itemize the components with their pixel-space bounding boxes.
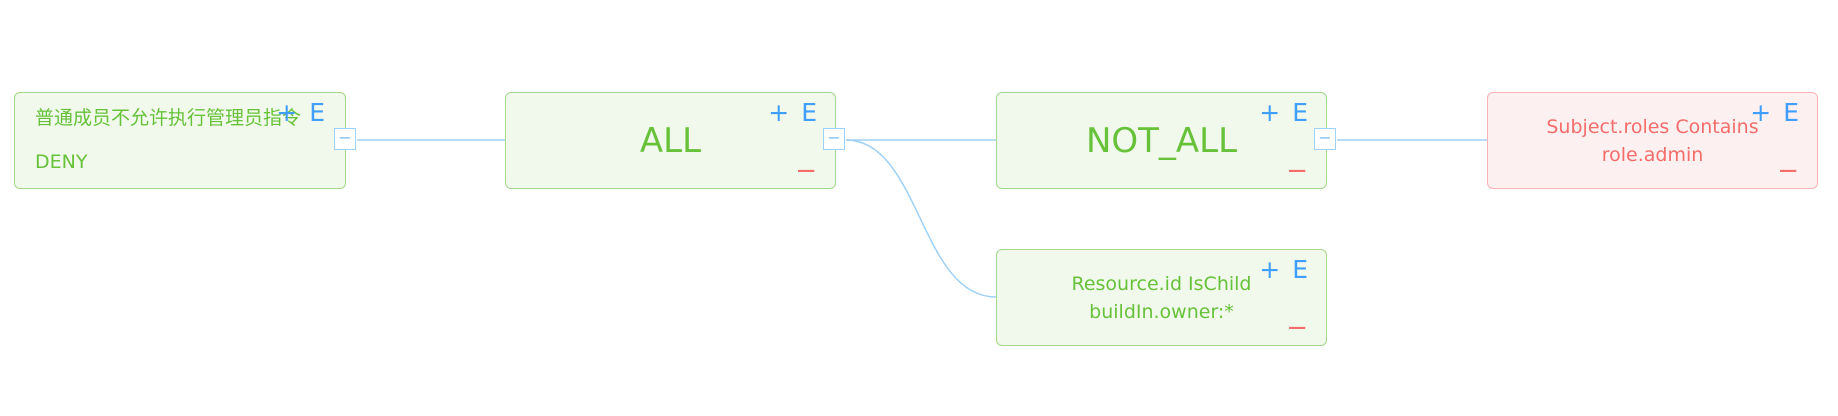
all-node-actions: + E bbox=[768, 98, 819, 127]
not-all-node-title: NOT_ALL bbox=[1085, 120, 1238, 161]
not-all-node[interactable]: NOT_ALL + E − bbox=[996, 92, 1327, 189]
not-all-collapse-toggle[interactable]: − bbox=[1314, 128, 1336, 150]
remove-button[interactable]: − bbox=[795, 156, 817, 186]
policy-root-node[interactable]: 普通成员不允许执行管理员指令 DENY + E bbox=[14, 92, 346, 189]
condition-line-1: Resource.id IsChild bbox=[1071, 272, 1252, 295]
subject-condition-text: Subject.roles Contains role.admin bbox=[1488, 113, 1817, 169]
add-button[interactable]: + bbox=[1259, 98, 1283, 127]
not-all-node-actions: + E bbox=[1259, 98, 1310, 127]
link-all-to-resource bbox=[845, 139, 997, 298]
condition-line-2: buildIn.owner:* bbox=[1089, 300, 1234, 323]
condition-line-1: Subject.roles Contains bbox=[1546, 115, 1759, 138]
policy-effect: DENY bbox=[35, 151, 88, 173]
root-collapse-toggle[interactable]: − bbox=[334, 128, 356, 150]
add-button[interactable]: + bbox=[1259, 255, 1283, 284]
remove-button[interactable]: − bbox=[1286, 313, 1308, 343]
all-node-title: ALL bbox=[639, 120, 702, 161]
policy-name: 普通成员不允许执行管理员指令 bbox=[35, 107, 302, 129]
subject-condition-node[interactable]: Subject.roles Contains role.admin + E − bbox=[1487, 92, 1818, 189]
remove-button[interactable]: − bbox=[1777, 156, 1799, 186]
resource-condition-node[interactable]: Resource.id IsChild buildIn.owner:* + E … bbox=[996, 249, 1327, 346]
edit-button[interactable]: E bbox=[801, 98, 819, 127]
edit-button[interactable]: E bbox=[1292, 255, 1310, 284]
add-button[interactable]: + bbox=[276, 98, 300, 127]
root-actions: + E bbox=[276, 98, 327, 127]
condition-line-2: role.admin bbox=[1601, 143, 1704, 166]
add-button[interactable]: + bbox=[1750, 98, 1774, 127]
edit-button[interactable]: E bbox=[1783, 98, 1801, 127]
subject-node-actions: + E bbox=[1750, 98, 1801, 127]
all-collapse-toggle[interactable]: − bbox=[823, 128, 845, 150]
remove-button[interactable]: − bbox=[1286, 156, 1308, 186]
resource-condition-text: Resource.id IsChild buildIn.owner:* bbox=[997, 270, 1326, 326]
resource-node-actions: + E bbox=[1259, 255, 1310, 284]
edit-button[interactable]: E bbox=[309, 98, 327, 127]
edit-button[interactable]: E bbox=[1292, 98, 1310, 127]
all-node[interactable]: ALL + E − bbox=[505, 92, 836, 189]
add-button[interactable]: + bbox=[768, 98, 792, 127]
